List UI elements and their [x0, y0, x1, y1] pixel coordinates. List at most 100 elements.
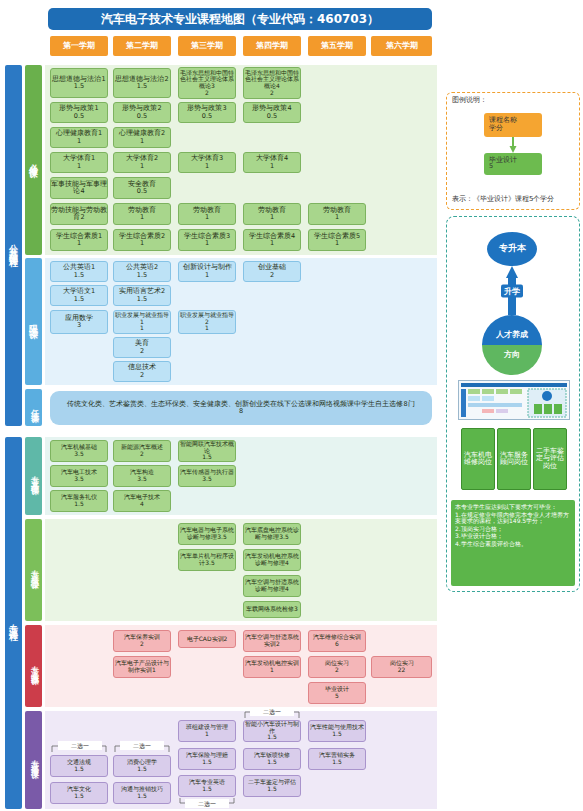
node-text: 传统文化类、艺术鉴赏类、生态环保类、安全健康类、创新创业类在线下公选课和网络视频…	[67, 401, 414, 408]
node-text: 毛泽东思想和中国特色社会主义理论体系概论4	[244, 70, 300, 90]
node-text: 4	[140, 501, 144, 508]
node-text: 汽车空调与舒适系统诊断与修理4	[244, 579, 300, 592]
node-text: 劳动教育	[193, 207, 221, 214]
course-box: 劳动技能与劳动教育2	[50, 203, 108, 225]
course-box: 毛泽东思想和中国特色社会主义理论体系概论32	[178, 67, 236, 99]
node-text: 0.5	[137, 188, 147, 195]
course-box: 智能小汽车设计与制作1.5	[243, 720, 301, 742]
node-text: 汽车服务顾问岗位	[500, 452, 528, 466]
node-text: 限选课	[29, 317, 39, 326]
course-box: 汽车发动机电控实训1	[243, 656, 301, 678]
node-text: 毕业设计	[489, 157, 517, 164]
node-text: 1.在规定修业年限内修完本专业人才培养方案要求的课程，达到149.5学分；	[455, 512, 571, 525]
category-band: 任选课	[25, 389, 42, 426]
course-box: 大学语文11.5	[50, 285, 108, 306]
course-box: 沟通与推销技巧1.5	[113, 782, 171, 804]
node-text: 学生综合素质1	[56, 233, 102, 240]
node-text: 专业实践课	[29, 659, 38, 674]
node-text: 1.5	[137, 296, 147, 303]
node-text: 2	[270, 272, 274, 279]
course-box: 智能网联汽车技术概论1.5	[178, 440, 236, 462]
thumbnail-cell	[528, 389, 566, 417]
course-box: 汽车专业英语1.5	[178, 775, 236, 797]
node-text: 二手车鉴定与评估岗位	[536, 448, 564, 469]
job-box: 汽车机电维修岗位	[461, 428, 495, 490]
node-text: 形势与政策2	[122, 105, 161, 112]
node-text: 22	[398, 667, 406, 674]
course-box: 劳动教育1	[113, 203, 171, 225]
node-text: 汽车单片机与程序设计3.5	[179, 553, 235, 566]
goal-circle: 人才养成方向	[482, 315, 542, 375]
course-box: 汽车保险与理赔1.5	[178, 748, 236, 770]
node-text: 1	[205, 214, 209, 221]
node-text: 劳动技能与劳动教育2	[51, 207, 107, 221]
node-text: 汽车电工技术	[61, 469, 97, 476]
node-text: 5	[489, 163, 537, 170]
node-text: 汽车文化	[67, 786, 91, 793]
node-text: 0.5	[202, 113, 212, 120]
node-text: 汽车电子技术	[124, 494, 160, 501]
course-box: 应用数学3	[50, 310, 108, 334]
node-text: 4.学生综合素质评价合格。	[455, 541, 527, 548]
node-text: 汽车发动机电控实训1	[244, 660, 300, 673]
node-text: 劳动教育	[323, 207, 351, 214]
thumbnail-header	[461, 383, 567, 387]
node-text: 1	[205, 163, 209, 170]
course-box: 大学体育31	[178, 152, 236, 173]
thumbnail-cell	[468, 403, 522, 407]
course-box: 思想道德与法治11.5	[50, 68, 108, 98]
node-text: 1	[140, 325, 144, 332]
course-box: 心理健康教育11	[50, 127, 108, 148]
node-text: 1.5	[74, 83, 84, 90]
course-box: 形势与政策10.5	[50, 102, 108, 123]
node-text: 2	[140, 641, 144, 648]
node-text: 汽车营销实务	[319, 752, 355, 759]
node-text: 大学体育2	[126, 155, 158, 162]
thumbnail-cell	[534, 404, 542, 414]
semester-header: 第四学期	[243, 36, 301, 56]
node-text: 汽车服务礼仪	[61, 494, 97, 501]
choice-label: 二选一	[185, 799, 229, 808]
course-box: 汽车机械基础3.5	[50, 440, 108, 462]
node-text: 学分	[489, 125, 537, 132]
node-text: 1	[205, 240, 209, 247]
course-box: 汽车传感器与执行器3.5	[178, 465, 236, 487]
node-text: 2	[140, 451, 144, 458]
choice-label: 二选一	[120, 741, 164, 750]
choice-label: 二选一	[250, 707, 294, 716]
thumbnail-cell	[482, 389, 494, 394]
node-text: 必修课	[29, 156, 39, 165]
thumbnail-cell	[510, 389, 522, 394]
node-text: 创新设计与制作	[183, 264, 232, 271]
connector-label: 升学	[501, 284, 523, 297]
node-text: 人才养成	[496, 331, 528, 340]
node-text: 专升本	[499, 244, 526, 254]
node-text: 1	[140, 240, 144, 247]
node-text: 交通法规	[67, 759, 91, 766]
course-box: 形势与政策40.5	[243, 102, 301, 123]
node-text: 智能网联汽车技术概论	[179, 441, 235, 454]
node-text: 汽车保险与理赔	[186, 752, 228, 759]
node-text: 1	[77, 163, 81, 170]
node-text: 班组建设与管理	[186, 724, 228, 731]
course-box: 汽车空调与舒适系统诊断与修理4	[243, 575, 301, 597]
node-text: 专业核心课	[29, 563, 38, 578]
course-box: 公共英语21.5	[113, 261, 171, 282]
node-text: 课程名称	[489, 117, 517, 124]
node-text: 0.5	[267, 113, 277, 120]
node-text: 1.5	[267, 786, 277, 793]
category-band: 专业核心课	[25, 519, 42, 621]
node-text: 1	[77, 240, 81, 247]
course-box: 学生综合素质21	[113, 229, 171, 251]
node-text: 职业发展与就业指导1	[114, 312, 170, 325]
node-text: 6	[335, 641, 339, 648]
node-text: 3.5	[137, 476, 147, 483]
course-box: 军事技能与军事理论4	[50, 177, 108, 199]
node-text: 2	[205, 90, 209, 97]
node-text: 思想道德与法治1	[52, 76, 105, 83]
legend-sample: 毕业设计5	[484, 153, 542, 175]
node-text: 1.5	[267, 734, 277, 741]
node-text: 毕业设计	[325, 686, 349, 693]
node-text: 1.5	[74, 272, 84, 279]
category-band: 专业课程	[5, 437, 22, 809]
